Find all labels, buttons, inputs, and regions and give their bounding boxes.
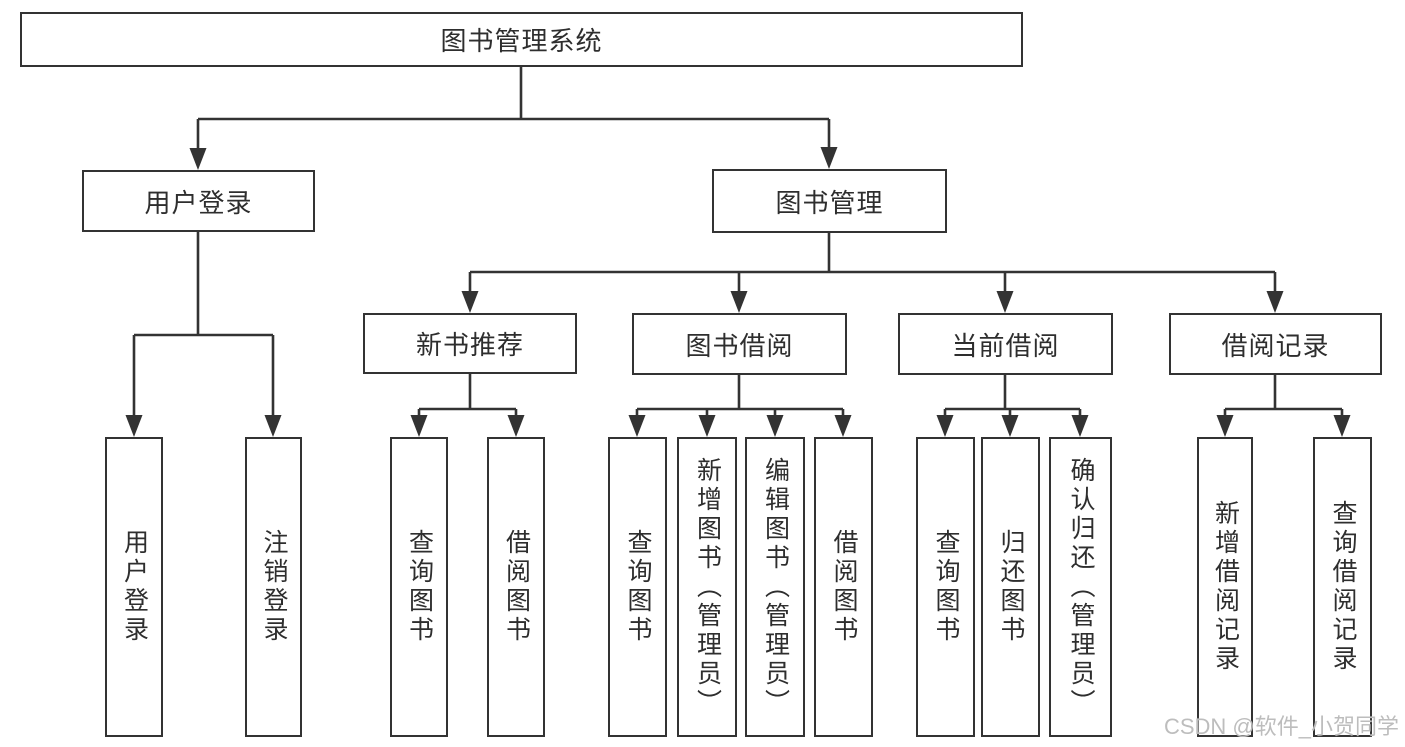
leaf-cb-return-label: 归还图书 (997, 529, 1025, 645)
node-book-mgmt: 图书管理 (712, 169, 947, 233)
leaf-bb-borrow-label: 借阅图书 (830, 529, 858, 645)
node-current-borrow: 当前借阅 (898, 313, 1113, 375)
node-book-mgmt-label: 图书管理 (775, 187, 884, 218)
node-borrow-records: 借阅记录 (1169, 313, 1382, 375)
leaf-nr-query: 查询图书 (390, 437, 448, 737)
leaf-bb-query-label: 查询图书 (624, 529, 652, 645)
leaf-cb-confirm: 确认归还（管理员） (1049, 437, 1112, 737)
leaf-br-add-label: 新增借阅记录 (1211, 500, 1240, 674)
node-current-borrow-label: 当前借阅 (951, 330, 1060, 361)
watermark-text: CSDN @软件_小贺同学 (1163, 714, 1399, 739)
leaf-bb-borrow: 借阅图书 (814, 437, 873, 737)
leaf-logout-label: 注销登录 (260, 529, 288, 645)
leaf-logout: 注销登录 (245, 437, 302, 737)
leaf-user-login: 用户登录 (105, 437, 163, 737)
leaf-nr-query-label: 查询图书 (405, 529, 434, 645)
leaf-cb-return: 归还图书 (981, 437, 1040, 737)
connector-borrow-records-to-leaves (1216, 375, 1351, 437)
leaf-nr-borrow-label: 借阅图书 (502, 529, 531, 645)
leaf-bb-edit-label: 编辑图书（管理员） (761, 456, 790, 718)
node-new-book-rec-label: 新书推荐 (415, 330, 524, 360)
connector-root-to-level2 (189, 67, 838, 170)
connector-book-mgmt-to-level3 (461, 233, 1284, 313)
leaf-user-login-label: 用户登录 (120, 529, 149, 645)
leaf-br-query-label: 查询借阅记录 (1329, 500, 1357, 674)
node-user-login: 用户登录 (82, 170, 315, 232)
leaf-cb-query-label: 查询图书 (932, 529, 960, 645)
leaf-br-query: 查询借阅记录 (1313, 437, 1372, 737)
connector-user-login-to-leaves (125, 232, 282, 437)
node-book-borrow: 图书借阅 (632, 313, 847, 375)
leaf-nr-borrow: 借阅图书 (487, 437, 545, 737)
leaf-bb-add-label: 新增图书（管理员） (693, 456, 722, 718)
connector-current-borrow-to-leaves (936, 375, 1089, 437)
node-root-label: 图书管理系统 (440, 26, 603, 56)
node-root: 图书管理系统 (20, 12, 1023, 67)
node-new-book-rec: 新书推荐 (363, 313, 577, 374)
leaf-bb-query: 查询图书 (608, 437, 667, 737)
leaf-bb-add: 新增图书（管理员） (677, 437, 737, 737)
leaf-br-add: 新增借阅记录 (1197, 437, 1253, 737)
connector-new-book-rec-to-leaves (410, 374, 525, 437)
connector-book-borrow-to-leaves (628, 375, 852, 437)
leaf-cb-confirm-label: 确认归还（管理员） (1067, 456, 1095, 718)
leaf-cb-query: 查询图书 (916, 437, 975, 737)
leaf-bb-edit: 编辑图书（管理员） (745, 437, 805, 737)
node-user-login-label: 用户登录 (144, 187, 253, 218)
node-book-borrow-label: 图书借阅 (685, 330, 794, 361)
node-borrow-records-label: 借阅记录 (1221, 330, 1330, 361)
